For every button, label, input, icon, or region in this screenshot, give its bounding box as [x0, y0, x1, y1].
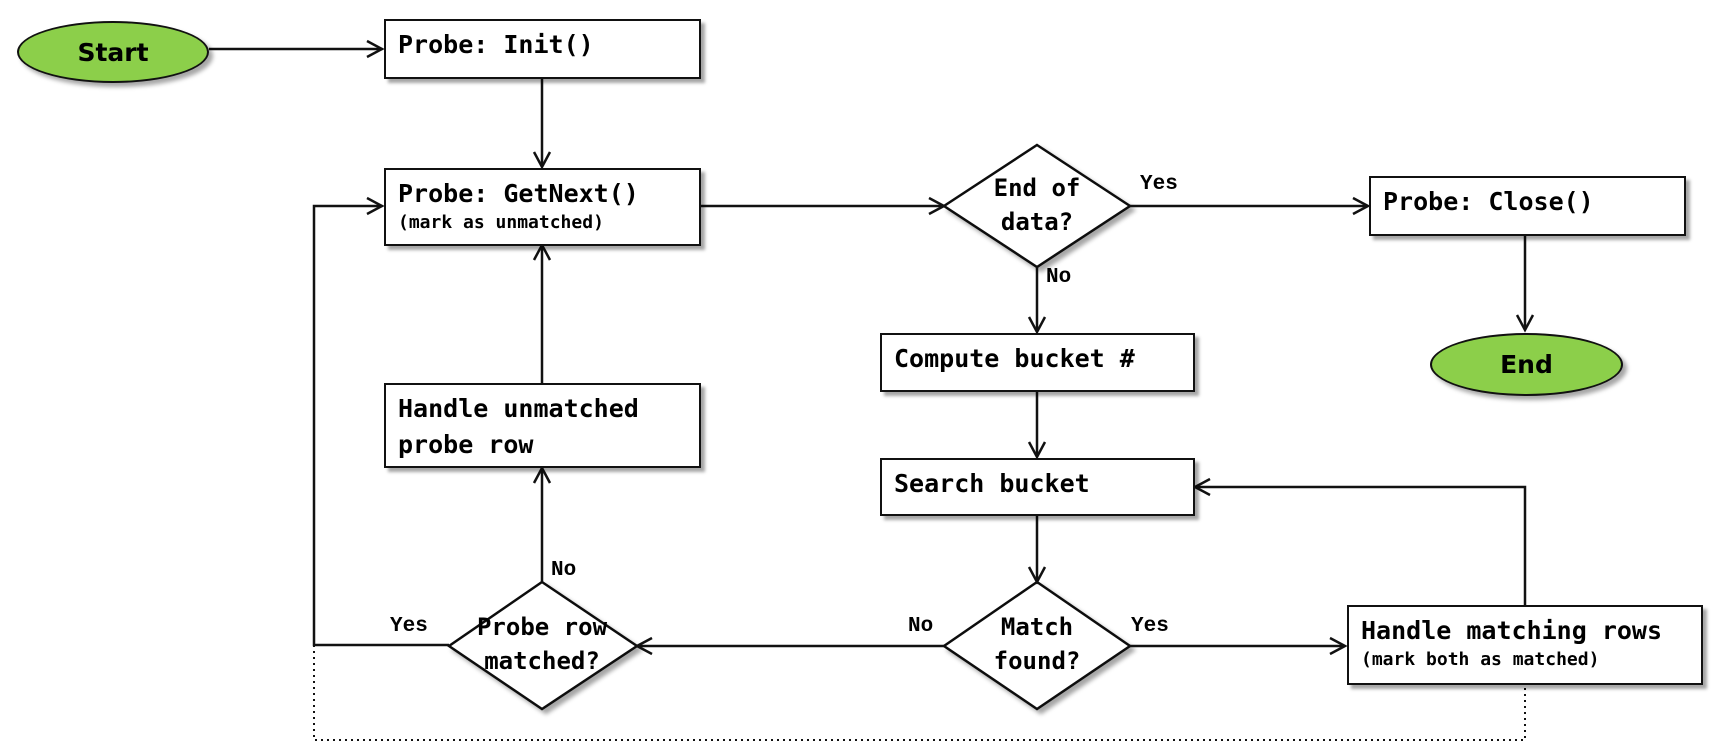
probe-getnext-label: Probe: GetNext() — [398, 179, 639, 208]
handle-unmatched-label-1: Handle unmatched — [398, 394, 639, 423]
probe-close-label: Probe: Close() — [1383, 187, 1594, 216]
arrow-probe-row-yes — [312, 196, 449, 647]
probe-row-matched-text: Probe row matched? — [452, 610, 632, 678]
handle-matching-label: Handle matching rows — [1361, 616, 1663, 645]
decision-match-found — [941, 580, 1133, 711]
end-terminal: End — [1430, 333, 1623, 396]
edge-label-probe-row-no: No — [551, 559, 577, 582]
probe-close-box: Probe: Close() — [1369, 176, 1686, 236]
edge-label-end-of-data-no: No — [1046, 266, 1072, 289]
end-label: End — [1500, 350, 1553, 379]
match-found-line-2: found? — [993, 647, 1081, 675]
end-of-data-text: End of data? — [967, 171, 1107, 239]
arrow-matching-loop-back — [1192, 477, 1527, 605]
probe-init-label: Probe: Init() — [398, 30, 594, 59]
edge-label-probe-row-yes: Yes — [390, 615, 428, 638]
start-terminal: Start — [17, 21, 209, 83]
probe-getnext-note: (mark as unmatched) — [398, 212, 604, 233]
compute-bucket-box: Compute bucket # — [880, 333, 1195, 392]
handle-unmatched-label-2: probe row — [398, 430, 534, 459]
match-found-text: Match found? — [967, 610, 1107, 678]
handle-unmatched-box: Handle unmatched probe row — [384, 383, 701, 468]
search-bucket-label: Search bucket — [894, 469, 1090, 498]
end-of-data-line-1: End of — [993, 174, 1081, 202]
handle-matching-note: (mark both as matched) — [1361, 649, 1600, 670]
edge-label-match-found-no: No — [908, 615, 934, 638]
dotted-connector — [313, 645, 1526, 741]
edge-label-match-found-yes: Yes — [1131, 615, 1169, 638]
probe-init-box: Probe: Init() — [384, 19, 701, 79]
probe-row-matched-line-2: matched? — [484, 647, 600, 675]
handle-matching-box: Handle matching rows (mark both as match… — [1347, 605, 1703, 685]
match-found-line-1: Match — [1000, 613, 1074, 641]
end-of-data-line-2: data? — [1000, 208, 1074, 236]
compute-bucket-label: Compute bucket # — [894, 344, 1135, 373]
start-label: Start — [77, 37, 149, 67]
edge-label-end-of-data-yes: Yes — [1140, 173, 1178, 196]
decision-probe-row-matched — [446, 580, 640, 711]
probe-row-matched-line-1: Probe row — [476, 613, 608, 641]
probe-getnext-box: Probe: GetNext() (mark as unmatched) — [384, 168, 701, 246]
search-bucket-box: Search bucket — [880, 458, 1195, 516]
